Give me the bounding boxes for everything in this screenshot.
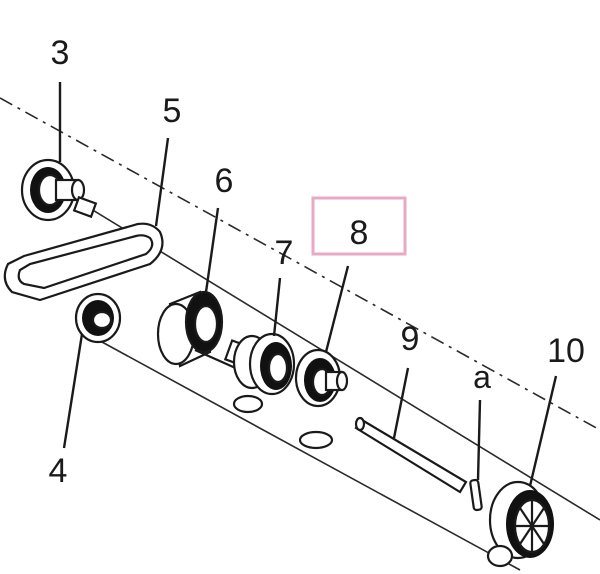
label-part-9: 9 [401,320,420,358]
leader-lines [58,82,558,487]
part-7-bearing-assembly[interactable] [223,332,296,414]
label-part-7: 7 [275,234,294,272]
label-part-5: 5 [163,92,182,130]
label-part-10: 10 [547,332,585,370]
highlight-box [311,196,407,256]
part-4-washer[interactable] [74,292,122,344]
part-6-bearing[interactable] [156,290,241,372]
label-part-4: 4 [49,452,68,490]
part-10-wheel[interactable] [486,480,554,568]
label-part-8: 8 [350,214,369,252]
part-9-shaft[interactable] [354,416,468,494]
label-part-6: 6 [215,162,234,200]
part-5-belt[interactable] [3,222,164,302]
label-part-3: 3 [51,34,70,72]
part-a-pin[interactable] [469,478,483,512]
part-8-pulley[interactable] [294,348,349,450]
part-3-pulley[interactable] [20,158,98,222]
label-part-a: a [473,359,491,395]
